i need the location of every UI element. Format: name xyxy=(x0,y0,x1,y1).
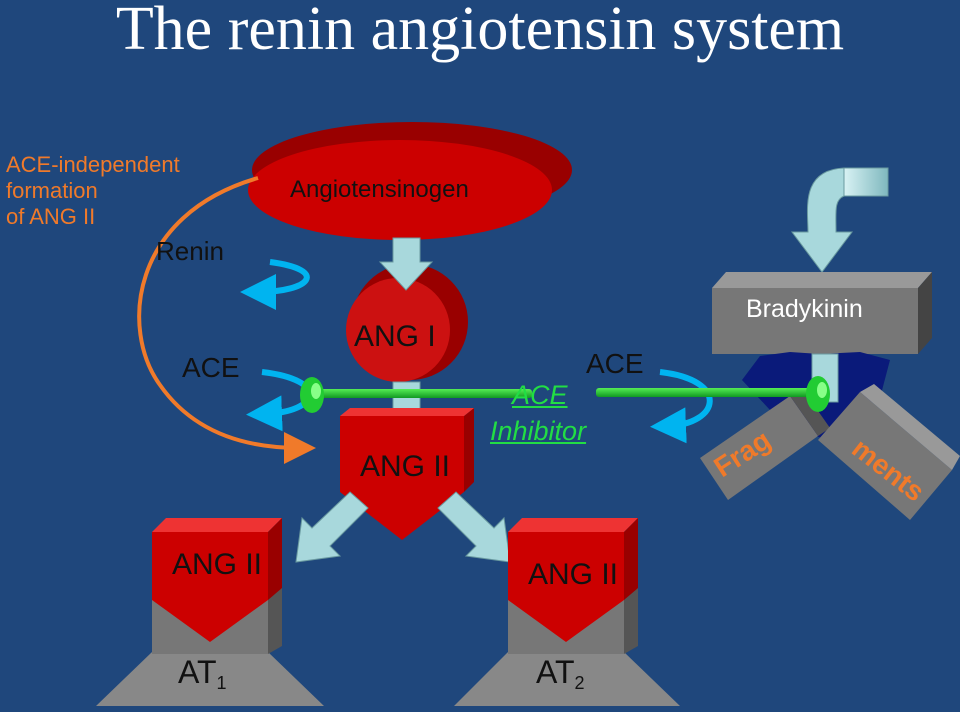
arrow-to-left-ang2 xyxy=(295,491,369,563)
fragment-left-block xyxy=(700,388,830,500)
fragment-right-block xyxy=(818,384,960,520)
ace-inhibitor-label-line-1: ACE xyxy=(512,380,568,410)
bradykinin-box xyxy=(712,272,932,354)
at2-main: AT xyxy=(536,654,575,690)
ang1-label: ANG I xyxy=(354,320,436,353)
ace-independent-note: ACE-independent formation of ANG II xyxy=(6,152,180,230)
ang2-right-label: ANG II xyxy=(528,558,619,591)
ang2-right-block xyxy=(508,518,638,642)
ace-inhibitor-label-line-2: Inhibitor xyxy=(490,416,587,446)
ang2-left-block xyxy=(152,518,282,642)
ace-inhibitor-bar-right xyxy=(596,376,830,412)
arrow-to-right-ang2 xyxy=(437,491,511,563)
side-note-line-3: of ANG II xyxy=(6,204,96,229)
renin-curve-arrow xyxy=(240,259,310,310)
side-note-line-2: formation xyxy=(6,178,98,203)
ang1-sphere xyxy=(346,264,468,382)
ace-independent-arrow xyxy=(137,176,316,464)
ace-left-label: ACE xyxy=(182,352,240,383)
at1-main: AT xyxy=(178,654,217,690)
at2-label: AT2 xyxy=(536,654,585,694)
ang2-center-block xyxy=(340,408,474,540)
angiotensinogen-label: Angiotensinogen xyxy=(290,176,469,203)
renin-label: Renin xyxy=(156,236,224,266)
at1-label: AT1 xyxy=(178,654,227,694)
at2-sub: 2 xyxy=(574,673,585,693)
ace-right-curve-arrow xyxy=(650,369,713,444)
down-arrow-angiotensinogen xyxy=(378,237,434,291)
angiotensinogen-disk xyxy=(248,122,572,240)
ang2-left-label: ANG II xyxy=(172,548,263,581)
at1-sub: 1 xyxy=(216,673,227,693)
ang2-center-label: ANG II xyxy=(360,450,451,483)
page-title: The renin angiotensin system xyxy=(115,0,845,63)
bradykinin-bent-arrow xyxy=(791,167,889,273)
ace-right-label: ACE xyxy=(586,348,644,379)
at1-receptor-block xyxy=(96,580,324,706)
side-note-line-1: ACE-independent xyxy=(6,152,180,177)
ace-inhibitor-bar-left xyxy=(300,377,532,413)
bradykinin-label: Bradykinin xyxy=(746,295,863,323)
